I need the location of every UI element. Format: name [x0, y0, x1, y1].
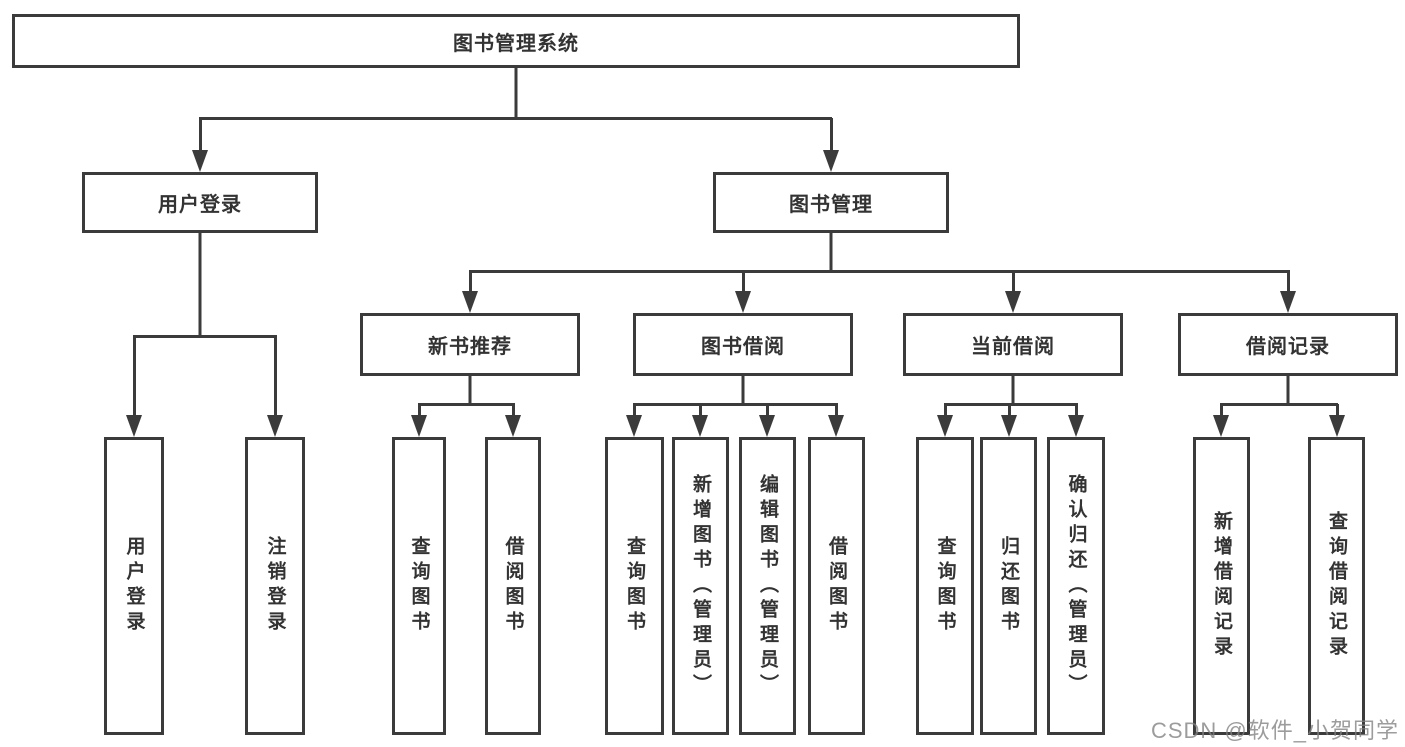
connector-arrow — [759, 404, 775, 437]
connector-arrow — [828, 404, 844, 437]
leaf-borrow-books-2: 借阅图书 — [808, 437, 865, 735]
leaf-query-books-2: 查询图书 — [605, 437, 664, 735]
leaf-borrow-books-1: 借阅图书 — [485, 437, 541, 735]
connector-line — [633, 403, 838, 406]
connector-line — [741, 376, 745, 405]
node-book-management: 图书管理 — [713, 172, 949, 233]
leaf-return-book: 归还图书 — [980, 437, 1037, 735]
connector-line — [418, 403, 515, 406]
connector-arrow — [411, 404, 427, 437]
connector-line — [198, 233, 202, 337]
leaf-edit-book-admin: 编辑图书（管理员） — [739, 437, 796, 735]
connector-arrow — [1280, 272, 1296, 313]
connector-arrow — [692, 404, 708, 437]
connector-arrow — [735, 272, 751, 313]
leaf-query-books-1: 查询图书 — [392, 437, 446, 735]
connector-line — [469, 270, 1290, 273]
connector-arrow — [1005, 272, 1021, 313]
leaf-add-book-admin: 新增图书（管理员） — [672, 437, 729, 735]
connector-arrow — [126, 337, 142, 437]
connector-line — [199, 117, 832, 120]
connector-line — [1220, 403, 1338, 406]
connector-arrow — [626, 404, 642, 437]
connector-arrow — [1001, 404, 1017, 437]
connector-arrow — [1213, 404, 1229, 437]
connector-arrow — [267, 337, 283, 437]
node-user-login: 用户登录 — [82, 172, 318, 233]
connector-arrow — [1068, 404, 1084, 437]
node-book-borrow: 图书借阅 — [633, 313, 853, 376]
connector-line — [944, 403, 1078, 406]
leaf-user-login: 用户登录 — [104, 437, 164, 735]
watermark: CSDN @软件_小贺同学 — [1150, 718, 1399, 743]
node-new-book-recommend: 新书推荐 — [360, 313, 580, 376]
connector-line — [514, 68, 518, 118]
connector-arrow — [1329, 404, 1345, 437]
node-borrow-records: 借阅记录 — [1178, 313, 1398, 376]
leaf-query-borrow-record: 查询借阅记录 — [1308, 437, 1365, 735]
node-current-borrow: 当前借阅 — [903, 313, 1123, 376]
connector-arrow — [462, 272, 478, 313]
connector-arrow — [192, 118, 208, 172]
leaf-logout: 注销登录 — [245, 437, 305, 735]
connector-line — [829, 233, 833, 272]
connector-line — [133, 335, 277, 338]
leaf-add-borrow-record: 新增借阅记录 — [1193, 437, 1250, 735]
connector-arrow — [937, 404, 953, 437]
node-root-system: 图书管理系统 — [12, 14, 1020, 68]
connector-line — [468, 376, 472, 405]
leaf-confirm-return-admin: 确认归还（管理员） — [1047, 437, 1105, 735]
connector-line — [1286, 376, 1290, 405]
connector-arrow — [823, 118, 839, 172]
leaf-query-books-3: 查询图书 — [916, 437, 974, 735]
connector-arrow — [505, 404, 521, 437]
connector-line — [1011, 376, 1015, 405]
